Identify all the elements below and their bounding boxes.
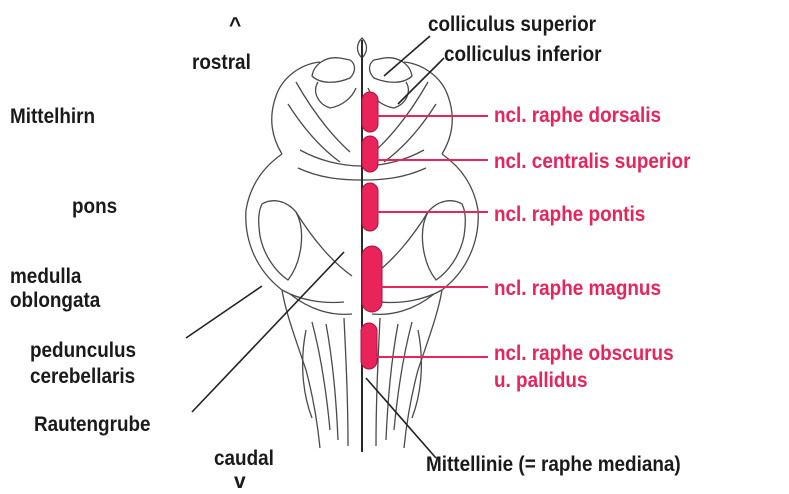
label-pedunculus-line1: pedunculus [30,340,136,362]
leader-lines [370,116,488,357]
label-pallidus: u. pallidus [494,370,587,392]
label-ncl-raphe-pontis: ncl. raphe pontis [494,204,645,226]
nucleus-raphe-pontis [362,183,378,231]
label-ncl-centralis-superior: ncl. centralis superior [494,151,690,173]
nucleus-centralis-superior [362,136,378,172]
label-ncl-raphe-dorsalis: ncl. raphe dorsalis [494,105,661,127]
label-mittellinie: Mittellinie (= raphe mediana) [426,454,681,476]
raphe-nuclei [361,92,382,369]
label-mittelhirn: Mittelhirn [10,106,95,128]
label-colliculus-superior: colliculus superior [428,14,596,36]
nucleus-raphe-obscurus [361,323,377,369]
label-pedunculus-line2: cerebellaris [30,366,135,388]
up-arrow-icon: ^ [229,14,241,38]
label-medulla-line2: oblongata [10,290,100,312]
label-medulla-line1: medulla [10,266,81,288]
label-colliculus-inferior: colliculus inferior [444,44,602,66]
nucleus-raphe-magnus [362,246,382,312]
label-rautengrube: Rautengrube [34,414,151,436]
label-pons: pons [72,196,117,218]
label-caudal: caudal [214,448,274,470]
nucleus-raphe-dorsalis [362,92,378,132]
label-rostral: rostral [192,52,251,74]
down-arrow-icon: v [234,470,246,494]
label-ncl-raphe-magnus: ncl. raphe magnus [494,278,661,300]
label-ncl-raphe-obscurus: ncl. raphe obscurus [494,343,674,365]
